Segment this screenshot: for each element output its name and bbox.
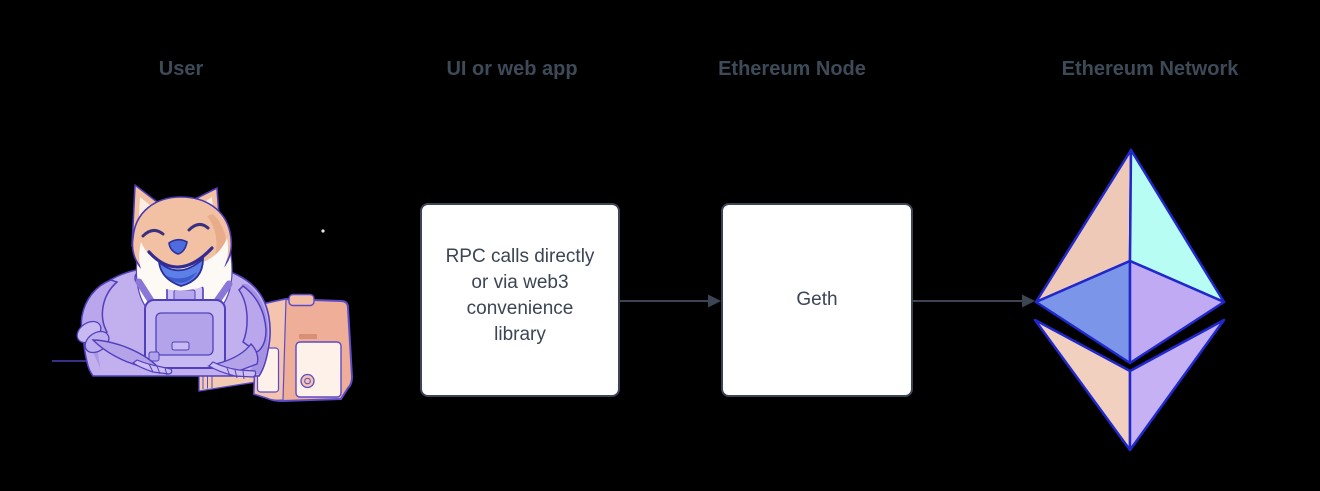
eth-face-bottom-right [1128, 318, 1226, 452]
arrow-app-to-node [620, 294, 721, 308]
column-label-ui-or-web-app: UI or web app [446, 58, 578, 80]
column-label-ethereum-node: Ethereum Node [718, 58, 866, 80]
app-box-line: convenience [466, 298, 574, 319]
arrow-node-to-network [913, 294, 1035, 308]
doge-right-arm [207, 285, 267, 380]
app-box-node: RPC calls directly or via web3 convenien… [420, 203, 620, 397]
app-box-line: RPC calls directly [445, 246, 595, 267]
column-label-user: User [158, 58, 204, 80]
doge-head [131, 184, 233, 291]
ethereum-diamond-icon [1033, 148, 1226, 452]
doge-left-arm [76, 279, 173, 376]
app-box-line: library [494, 324, 546, 345]
doge-astronaut-illustration [52, 184, 353, 402]
geth-box-label: Geth [796, 289, 838, 310]
computer [253, 293, 353, 402]
geth-box-node: Geth [721, 203, 913, 397]
column-label-ethereum-network: Ethereum Network [1061, 58, 1239, 80]
star-speck [321, 229, 325, 233]
app-box-line: or via web3 [471, 272, 569, 293]
app-box-label: RPC calls directly or via web3 convenien… [446, 244, 595, 348]
eth-face-mid-right [1128, 259, 1226, 365]
